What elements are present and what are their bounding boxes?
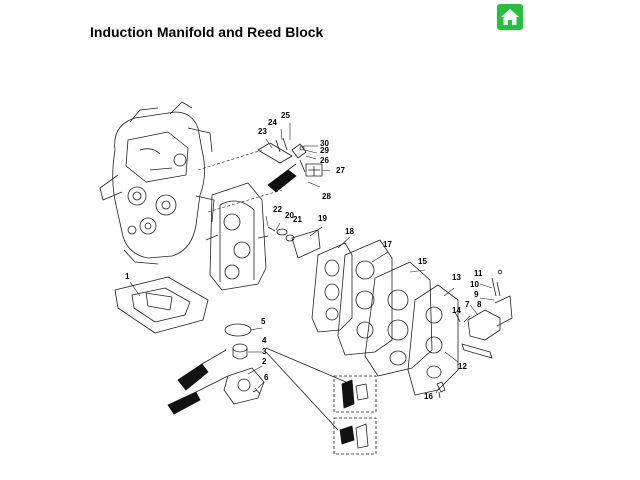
callout-9: 9 <box>474 290 479 299</box>
callout-4: 4 <box>262 336 267 345</box>
callout-10: 10 <box>470 280 479 289</box>
reed-plate <box>337 239 393 356</box>
callout-29: 29 <box>320 146 329 155</box>
screw <box>252 387 261 395</box>
detail-inset-upper <box>333 375 377 413</box>
callout-5: 5 <box>261 317 266 326</box>
detail-inset-lower-content <box>339 423 369 449</box>
manifold-gasket <box>311 242 353 333</box>
page-title: Induction Manifold and Reed Block <box>90 24 324 40</box>
pump-cartridge <box>305 163 323 177</box>
callout-11: 11 <box>474 269 483 278</box>
callout-13: 13 <box>452 273 461 282</box>
home-icon <box>501 9 519 25</box>
callout-18: 18 <box>345 227 354 236</box>
callout-24: 24 <box>268 118 277 127</box>
callout-1: 1 <box>125 272 130 281</box>
sealant-tube-2 <box>177 349 227 391</box>
detail-inset-lower <box>333 417 377 455</box>
callout-3: 3 <box>262 347 267 356</box>
reference-leaders <box>197 149 283 213</box>
home-button[interactable] <box>497 4 523 30</box>
callout-26: 26 <box>320 156 329 165</box>
inset-leaders <box>265 347 347 431</box>
detail-inset-upper-content <box>341 379 369 409</box>
bushing <box>232 343 248 360</box>
callout-27: 27 <box>336 166 345 175</box>
callout-12: 12 <box>458 362 467 371</box>
sealant-tube-3 <box>167 375 229 415</box>
callout-21: 21 <box>293 215 302 224</box>
callout-16: 16 <box>424 392 433 401</box>
callout-23: 23 <box>258 127 267 136</box>
reed-block-assembly <box>364 261 459 396</box>
callout-15: 15 <box>418 257 427 266</box>
small-seals <box>267 226 295 242</box>
engine-block <box>99 101 215 265</box>
crankcase-cover <box>205 182 269 291</box>
callout-6: 6 <box>264 373 269 382</box>
o-ring <box>224 323 252 337</box>
callout-14: 14 <box>452 306 461 315</box>
callout-28: 28 <box>322 192 331 201</box>
fuel-line-assembly <box>257 137 307 173</box>
seal-plate <box>291 229 321 259</box>
callout-22: 22 <box>273 205 282 214</box>
callout-labels: 1 2 3 4 5 6 7 8 9 10 11 12 13 14 15 16 1… <box>125 111 483 401</box>
intake-gasket <box>114 276 209 334</box>
callout-7: 7 <box>465 300 470 309</box>
callout-8: 8 <box>477 300 482 309</box>
valve-housing <box>223 367 265 405</box>
callout-25: 25 <box>281 111 290 120</box>
check-valve-cluster <box>454 269 513 359</box>
callout-17: 17 <box>383 240 392 249</box>
callout-20: 20 <box>285 211 294 220</box>
sealant-tube-1 <box>267 163 297 193</box>
callout-leaders <box>129 123 495 394</box>
callout-30: 30 <box>320 139 329 148</box>
drain-fitting <box>436 381 446 399</box>
callout-19: 19 <box>318 214 327 223</box>
callout-2: 2 <box>262 357 267 366</box>
